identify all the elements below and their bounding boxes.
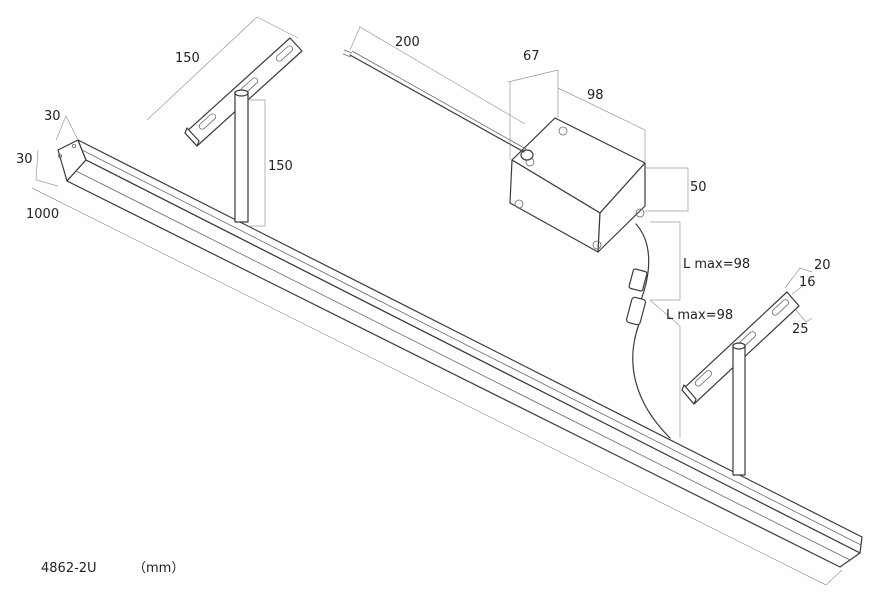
right-mounting-bracket [681,291,800,476]
input-cable [349,54,525,153]
dim-box-height: 50 [690,180,707,195]
dim-left-bracket-height: 150 [268,159,293,174]
right-bracket-stem [732,344,746,476]
dimension-labels: 150 150 30 30 1000 200 67 98 50 L max=98… [16,35,831,337]
dim-right-bracket-inner: 16 [799,275,816,290]
lead-connector [628,268,648,292]
bracket-slot [198,113,217,130]
left-mounting-bracket [184,37,303,223]
box-side-face [597,162,646,253]
box-screw [558,126,568,136]
end-cap-screw [72,143,77,148]
box-screw [635,208,645,218]
left-bracket-stem [234,91,249,223]
bracket-slot [694,370,712,387]
dim-lead-upper: L max=98 [683,257,750,272]
dim-lead-lower: L max=98 [666,308,733,323]
cables [342,49,671,439]
model-number: 4862-2U [41,561,97,576]
end-cap-screw [58,153,63,158]
profile-ridge [75,170,851,561]
dim-right-bracket-offset: 25 [792,322,809,337]
profile-ridge [81,149,862,546]
dim-profile-length: 1000 [26,207,59,222]
dim-right-bracket-width: 20 [814,258,831,273]
dim-left-bracket-length: 150 [175,51,200,66]
dim-profile-height: 30 [16,152,33,167]
box-screw [514,199,524,209]
output-lead [635,223,650,301]
dim-box-depth: 67 [523,49,540,64]
unit-label: （mm） [133,561,185,576]
dim-box-width: 98 [587,88,604,103]
led-profile [57,139,863,568]
driver-box [509,117,646,253]
dimension-lines [31,16,843,586]
box-screw [592,240,602,250]
dim-profile-width: 30 [44,109,61,124]
dim-cable-length: 200 [395,35,420,50]
bracket-slot [275,45,294,62]
bracket-slot [771,299,789,316]
